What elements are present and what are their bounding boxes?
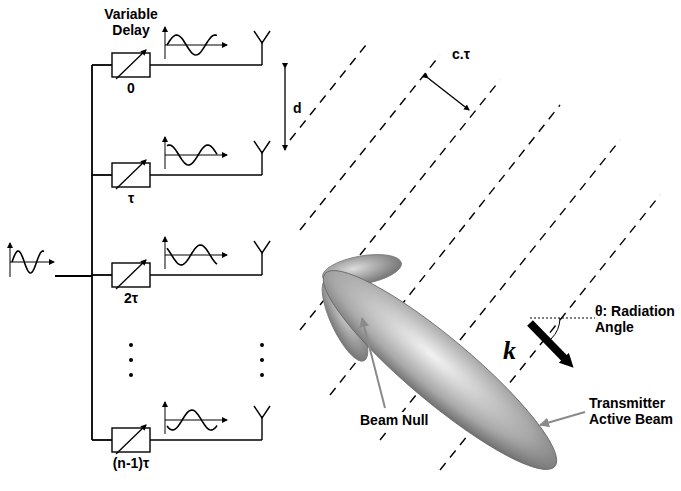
ellipsis-dots — [129, 343, 264, 377]
antenna — [254, 241, 270, 253]
signal-axis — [165, 137, 166, 169]
antenna — [261, 251, 262, 275]
beam-pointer — [540, 412, 585, 425]
null-label: Beam Null — [358, 412, 430, 428]
sine-wave — [167, 410, 217, 430]
variable-arrow — [116, 160, 146, 189]
sine-wave — [12, 251, 44, 273]
sine-wave — [167, 145, 217, 165]
signal-axis — [165, 255, 227, 256]
beam-null-pointer — [362, 318, 385, 408]
feed-line — [92, 439, 112, 441]
antenna — [254, 406, 270, 418]
delay-label: (n-1)τ — [113, 455, 150, 471]
sine-wave — [167, 245, 217, 265]
signal-axis — [165, 420, 227, 421]
k-vector — [530, 323, 568, 362]
angle-label: θ: Radiation Angle — [595, 303, 677, 335]
variable-arrow — [116, 50, 146, 79]
variable-arrow — [116, 425, 146, 454]
antenna — [261, 41, 262, 65]
delay-label: 0 — [127, 80, 135, 96]
dimension-label: c.τ — [452, 46, 470, 62]
antenna — [254, 31, 270, 43]
feed-line — [55, 275, 92, 277]
reference-line — [530, 318, 595, 319]
antenna — [261, 151, 262, 175]
antenna-line — [150, 274, 262, 275]
angle-arc — [551, 318, 560, 339]
signal-axis — [165, 402, 166, 434]
vector-label: k — [503, 336, 516, 366]
signal-axis — [165, 45, 227, 46]
variable-arrow — [116, 260, 146, 289]
feed-line — [92, 274, 112, 276]
sine-wave — [167, 35, 217, 55]
feed-trunk — [91, 65, 93, 440]
beam-label: Transmitter Active Beam — [589, 395, 677, 427]
signal-axis — [165, 237, 166, 269]
antenna-line — [150, 174, 262, 175]
feed-line — [92, 64, 112, 66]
beam-pattern — [305, 249, 576, 491]
antenna-line — [150, 439, 262, 440]
antenna — [254, 141, 270, 153]
heading-label: Variable Delay — [96, 6, 166, 38]
feed-line — [92, 174, 112, 176]
delay-label: τ — [128, 190, 134, 206]
signal-axis — [10, 262, 54, 263]
delay-rows — [10, 27, 270, 454]
signal-axis — [165, 155, 227, 156]
spacing-dimension — [284, 68, 285, 150]
signal-axis — [165, 27, 166, 59]
delay-label: 2τ — [124, 290, 138, 306]
signal-axis — [10, 243, 11, 277]
antenna-line — [150, 64, 262, 65]
input-signal — [5, 240, 55, 282]
antenna — [261, 416, 262, 440]
wavefront-spacing — [428, 78, 469, 110]
dimension-label: d — [293, 100, 302, 116]
